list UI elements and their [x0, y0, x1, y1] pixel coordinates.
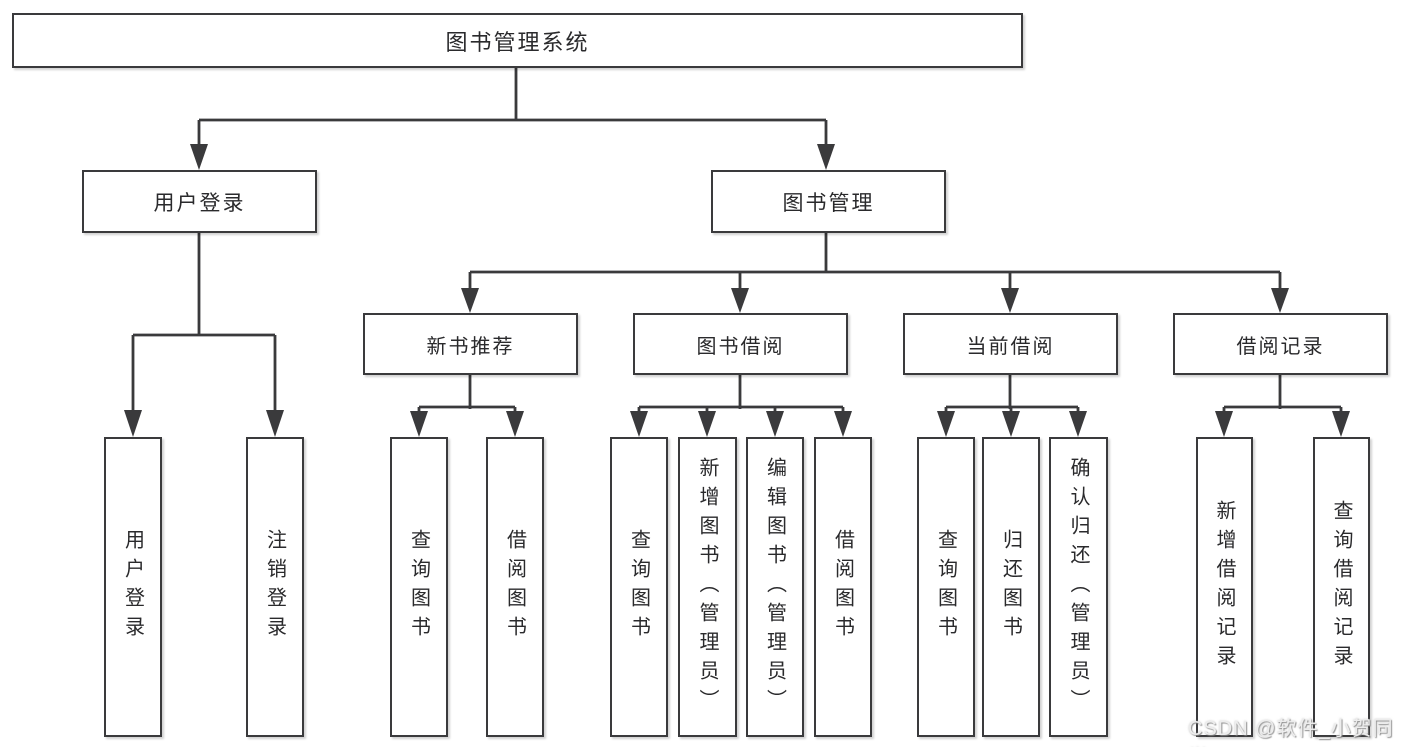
leaf-add-book-admin-label: 新增图书（管理员）	[696, 456, 718, 718]
arrowheads	[124, 144, 1350, 437]
leaf-borrow-books-newbook: 借阅图书	[486, 437, 544, 737]
leaf-edit-book-admin-label: 编辑图书（管理员）	[763, 456, 786, 718]
node-current-borrowing: 当前借阅	[903, 313, 1118, 375]
leaf-query-books-borrowing-label: 查询图书	[627, 529, 650, 645]
tree-edges	[131, 68, 1343, 414]
node-book-borrowing: 图书借阅	[633, 313, 848, 375]
leaf-borrow-books-borrowing-label: 借阅图书	[831, 529, 854, 645]
leaf-add-borrow-record-label: 新增借阅记录	[1213, 500, 1235, 674]
leaf-query-books-current-label: 查询图书	[934, 529, 957, 645]
leaf-edit-book-admin: 编辑图书（管理员）	[746, 437, 804, 737]
leaf-query-books-newbook-label: 查询图书	[407, 529, 430, 645]
leaf-confirm-return-admin: 确认归还（管理员）	[1049, 437, 1108, 737]
node-book-management: 图书管理	[711, 170, 946, 233]
leaf-logout-login: 注销登录	[246, 437, 304, 737]
node-library-management-system: 图书管理系统	[12, 13, 1023, 68]
leaf-confirm-return-admin-label: 确认归还（管理员）	[1067, 456, 1089, 718]
leaf-add-book-admin: 新增图书（管理员）	[678, 437, 737, 737]
leaf-query-books-borrowing: 查询图书	[610, 437, 668, 737]
leaf-query-borrow-record-label: 查询借阅记录	[1330, 500, 1352, 674]
leaf-borrow-books-borrowing: 借阅图书	[814, 437, 872, 737]
leaf-return-book-label: 归还图书	[999, 529, 1022, 645]
leaf-query-books-newbook: 查询图书	[390, 437, 448, 737]
leaf-logout-login-label: 注销登录	[263, 529, 286, 645]
leaf-user-login-label: 用户登录	[121, 529, 144, 645]
leaf-query-borrow-record: 查询借阅记录	[1313, 437, 1370, 737]
node-new-book-recommend: 新书推荐	[363, 313, 578, 375]
leaf-borrow-books-newbook-label: 借阅图书	[503, 529, 526, 645]
node-borrowing-records: 借阅记录	[1173, 313, 1388, 375]
leaf-add-borrow-record: 新增借阅记录	[1196, 437, 1253, 737]
node-user-login: 用户登录	[82, 170, 317, 233]
leaf-user-login: 用户登录	[104, 437, 162, 737]
leaf-query-books-current: 查询图书	[917, 437, 975, 737]
leaf-return-book: 归还图书	[982, 437, 1040, 737]
